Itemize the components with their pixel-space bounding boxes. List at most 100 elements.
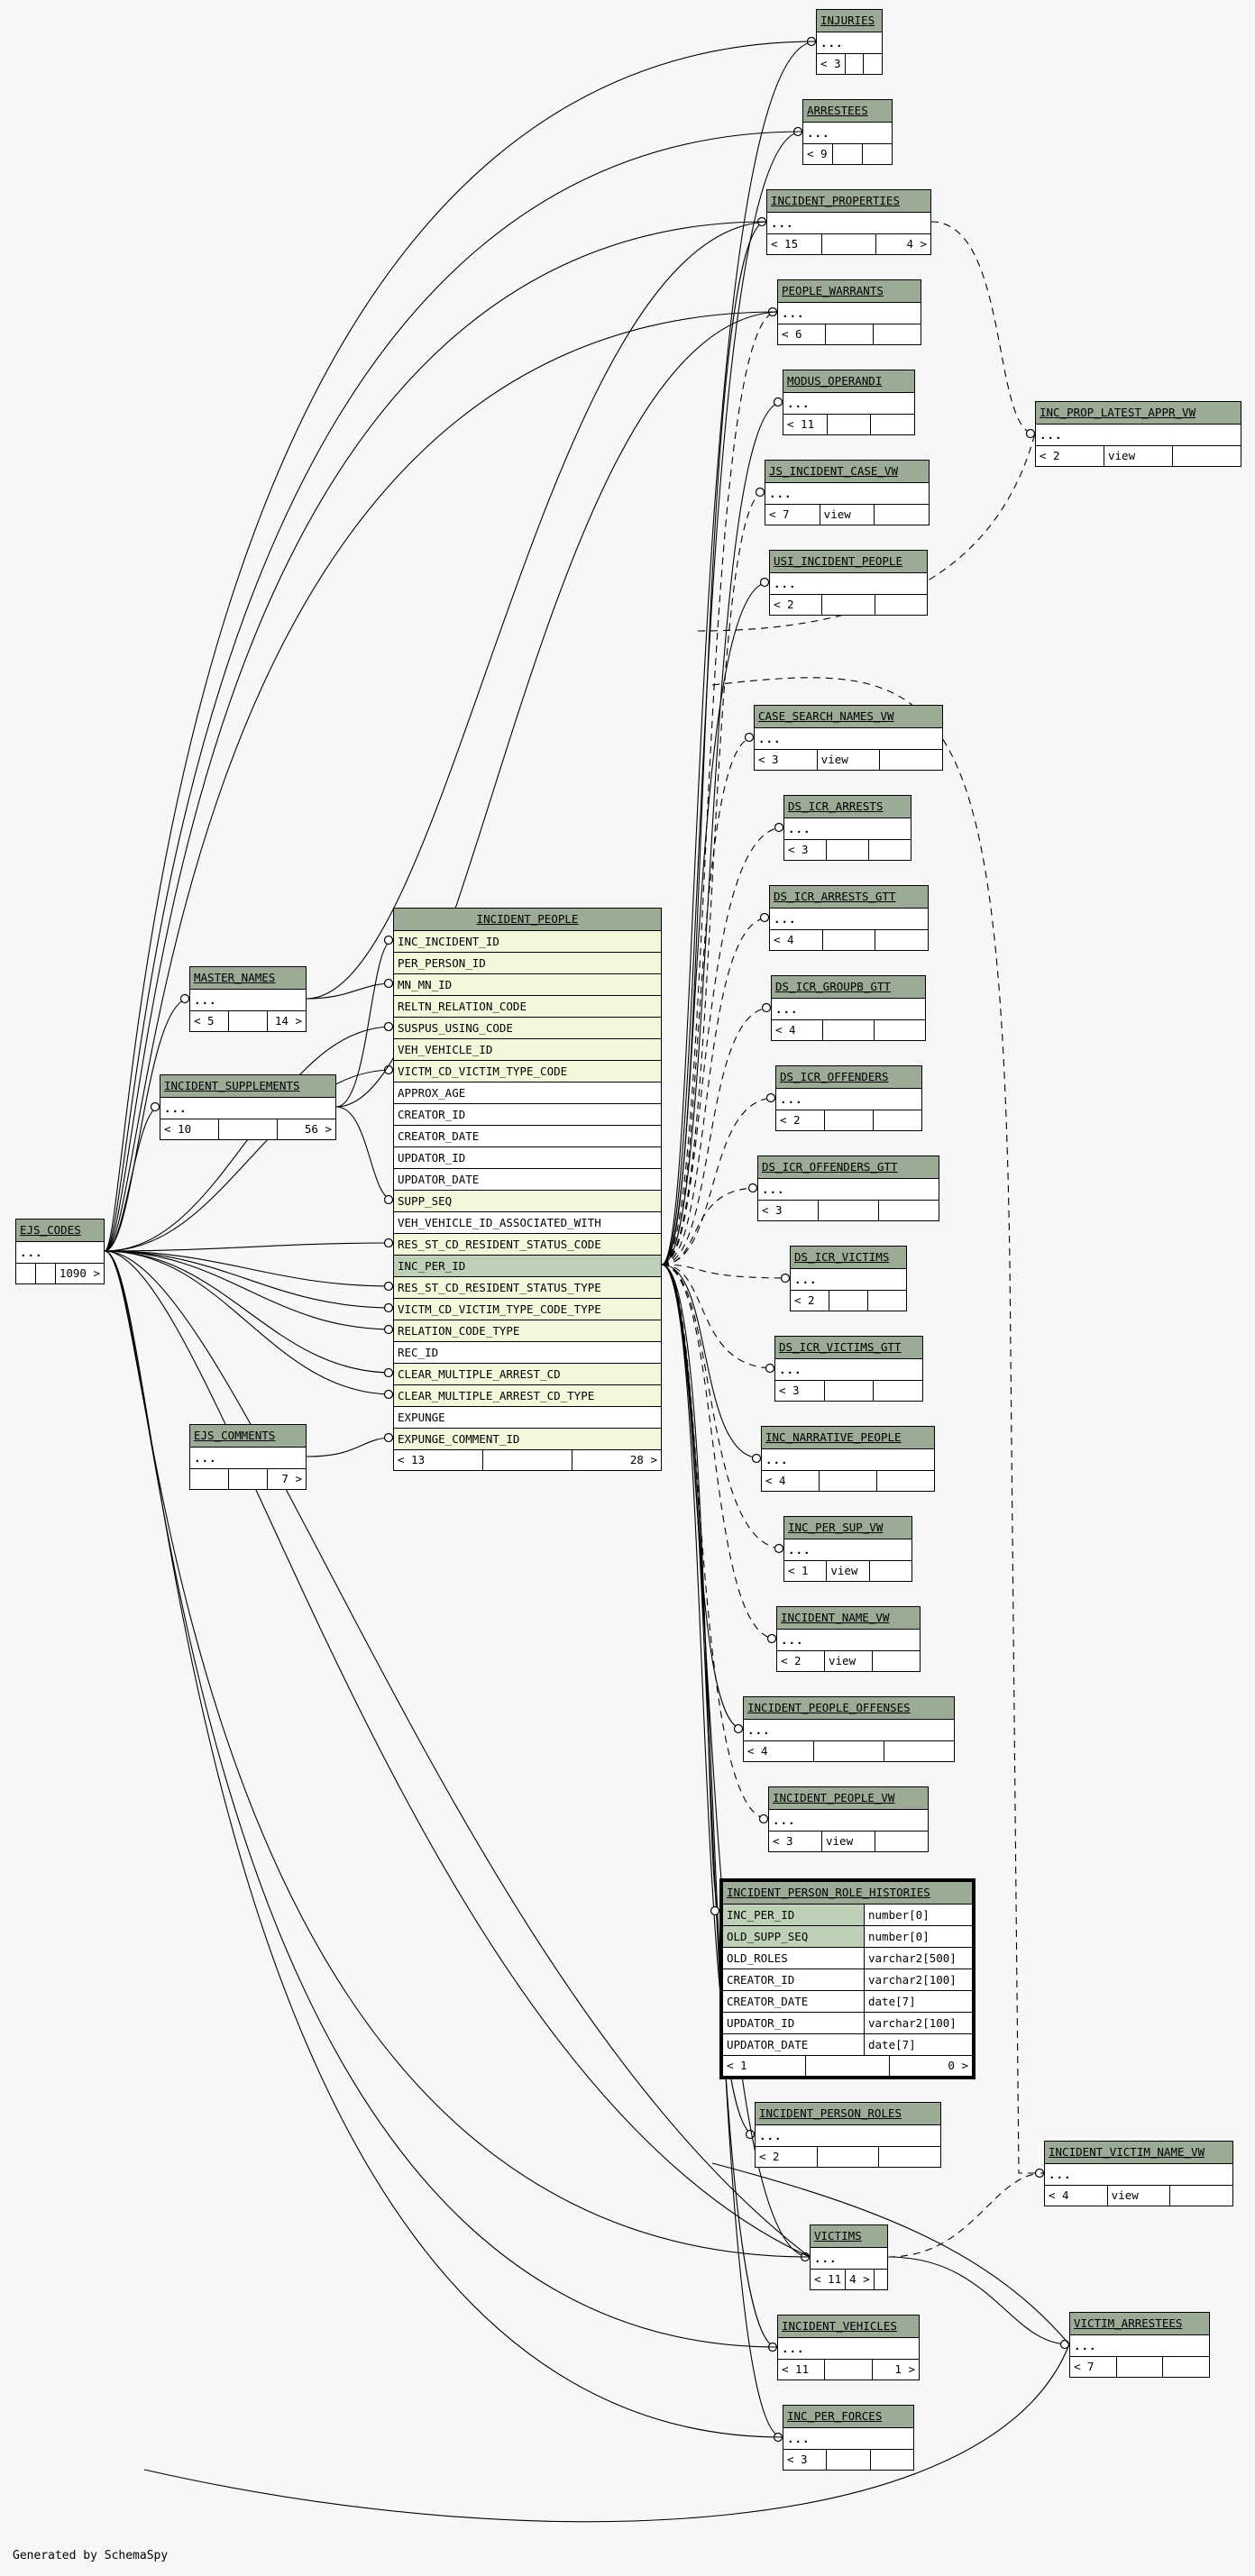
table-modus-operandi[interactable]: MODUS_OPERANDI...< 11 bbox=[783, 370, 915, 435]
table-name[interactable]: INCIDENT_PEOPLE_VW bbox=[769, 1787, 928, 1810]
table-inc-narrative-people[interactable]: INC_NARRATIVE_PEOPLE...< 4 bbox=[761, 1426, 935, 1492]
table-ds-icr-arrests-gtt[interactable]: DS_ICR_ARRESTS_GTT...< 4 bbox=[769, 885, 929, 951]
table-name[interactable]: MODUS_OPERANDI bbox=[783, 370, 914, 393]
column-row[interactable]: RELATION_CODE_TYPE bbox=[394, 1320, 661, 1342]
table-name[interactable]: INCIDENT_PERSON_ROLE_HISTORIES bbox=[723, 1882, 972, 1905]
table-name[interactable]: INC_NARRATIVE_PEOPLE bbox=[762, 1427, 934, 1449]
table-name[interactable]: DS_ICR_ARRESTS bbox=[784, 796, 911, 818]
table-name[interactable]: INCIDENT_NAME_VW bbox=[777, 1607, 920, 1630]
table-name[interactable]: JS_INCIDENT_CASE_VW bbox=[765, 461, 929, 483]
table-name[interactable]: VICTIM_ARRESTEES bbox=[1070, 2313, 1209, 2335]
table-name[interactable]: INCIDENT_PERSON_ROLES bbox=[756, 2103, 940, 2125]
column-row[interactable]: VEH_VEHICLE_ID_ASSOCIATED_WITH bbox=[394, 1212, 661, 1234]
column-row[interactable]: VICTM_CD_VICTIM_TYPE_CODE bbox=[394, 1061, 661, 1082]
column-row[interactable]: INC_INCIDENT_ID bbox=[394, 931, 661, 953]
table-injuries[interactable]: INJURIES...< 3 bbox=[816, 9, 883, 75]
table-name[interactable]: DS_ICR_ARRESTS_GTT bbox=[770, 886, 928, 909]
column-row[interactable]: APPROX_AGE bbox=[394, 1082, 661, 1104]
table-ds-icr-groupb-gtt[interactable]: DS_ICR_GROUPB_GTT...< 4 bbox=[771, 975, 926, 1041]
table-name[interactable]: INCIDENT_PEOPLE bbox=[394, 909, 661, 931]
table-usi-incident-people[interactable]: USI_INCIDENT_PEOPLE...< 2 bbox=[769, 550, 928, 616]
column-row[interactable]: UPDATOR_DATE bbox=[394, 1169, 661, 1191]
table-victim-arrestees[interactable]: VICTIM_ARRESTEES...< 7 bbox=[1069, 2312, 1210, 2378]
table-name[interactable]: INCIDENT_PROPERTIES bbox=[767, 190, 930, 213]
table-name[interactable]: VICTIMS bbox=[811, 2225, 887, 2248]
column-row[interactable]: PER_PERSON_ID bbox=[394, 953, 661, 974]
column-row[interactable]: SUSPUS_USING_CODE bbox=[394, 1018, 661, 1039]
table-ds-icr-victims[interactable]: DS_ICR_VICTIMS...< 2 bbox=[790, 1246, 907, 1311]
footer-cell bbox=[826, 324, 874, 344]
column-row[interactable]: EXPUNGE bbox=[394, 1407, 661, 1429]
column-row[interactable]: RES_ST_CD_RESIDENT_STATUS_CODE bbox=[394, 1234, 661, 1256]
column-row[interactable]: REC_ID bbox=[394, 1342, 661, 1364]
table-people-warrants[interactable]: PEOPLE_WARRANTS...< 6 bbox=[777, 279, 921, 345]
table-name[interactable]: USI_INCIDENT_PEOPLE bbox=[770, 551, 927, 573]
column-row[interactable]: RELTN_RELATION_CODE bbox=[394, 996, 661, 1018]
column-row[interactable]: MN_MN_ID bbox=[394, 974, 661, 996]
table-name[interactable]: EJS_COMMENTS bbox=[190, 1425, 306, 1448]
table-name[interactable]: INC_PER_FORCES bbox=[783, 2406, 913, 2428]
table-name[interactable]: CASE_SEARCH_NAMES_VW bbox=[755, 706, 942, 728]
table-name[interactable]: INCIDENT_PEOPLE_OFFENSES bbox=[744, 1697, 954, 1720]
column-row[interactable]: CREATOR_DATE bbox=[394, 1126, 661, 1147]
table-incident-people-offenses[interactable]: INCIDENT_PEOPLE_OFFENSES...< 4 bbox=[743, 1696, 955, 1762]
table-name[interactable]: INC_PER_SUP_VW bbox=[784, 1517, 911, 1539]
table-incident-person-roles[interactable]: INCIDENT_PERSON_ROLES...< 2 bbox=[755, 2102, 941, 2168]
table-ds-icr-offenders[interactable]: DS_ICR_OFFENDERS...< 2 bbox=[775, 1065, 922, 1131]
table-name[interactable]: INCIDENT_VICTIM_NAME_VW bbox=[1045, 2142, 1232, 2164]
table-footer: < 11 bbox=[783, 415, 914, 434]
table-name[interactable]: MASTER_NAMES bbox=[190, 967, 306, 990]
table-ds-icr-victims-gtt[interactable]: DS_ICR_VICTIMS_GTT...< 3 bbox=[774, 1336, 923, 1402]
table-ejs-codes[interactable]: EJS_CODES...1090 > bbox=[15, 1219, 105, 1284]
table-name[interactable]: DS_ICR_OFFENDERS_GTT bbox=[758, 1156, 939, 1179]
column-row[interactable]: CLEAR_MULTIPLE_ARREST_CD_TYPE bbox=[394, 1385, 661, 1407]
column-row[interactable]: EXPUNGE_COMMENT_ID bbox=[394, 1429, 661, 1450]
table-name[interactable]: INCIDENT_VEHICLES bbox=[778, 2316, 919, 2338]
column-row[interactable]: CREATOR_ID bbox=[394, 1104, 661, 1126]
column-row[interactable]: VEH_VEHICLE_ID bbox=[394, 1039, 661, 1061]
columns-ellipsis: ... bbox=[1070, 2335, 1209, 2357]
column-row[interactable]: RES_ST_CD_RESIDENT_STATUS_TYPE bbox=[394, 1277, 661, 1299]
table-name[interactable]: ARRESTEES bbox=[803, 100, 892, 123]
column-row[interactable]: SUPP_SEQ bbox=[394, 1191, 661, 1212]
table-name[interactable]: DS_ICR_OFFENDERS bbox=[776, 1066, 921, 1089]
table-name[interactable]: INCIDENT_SUPPLEMENTS bbox=[160, 1075, 335, 1098]
table-name[interactable]: DS_ICR_VICTIMS bbox=[791, 1247, 906, 1269]
table-name[interactable]: INC_PROP_LATEST_APPR_VW bbox=[1036, 402, 1241, 425]
table-ds-icr-offenders-gtt[interactable]: DS_ICR_OFFENDERS_GTT...< 3 bbox=[757, 1156, 939, 1221]
table-arrestees[interactable]: ARRESTEES...< 9 bbox=[802, 99, 893, 165]
table-name[interactable]: PEOPLE_WARRANTS bbox=[778, 280, 921, 303]
table-name[interactable]: DS_ICR_GROUPB_GTT bbox=[772, 976, 925, 999]
table-inc-per-forces[interactable]: INC_PER_FORCES...< 3 bbox=[783, 2405, 914, 2471]
table-ejs-comments[interactable]: EJS_COMMENTS...7 > bbox=[189, 1424, 307, 1490]
column-row[interactable]: CLEAR_MULTIPLE_ARREST_CD bbox=[394, 1364, 661, 1385]
column-row[interactable]: UPDATOR_ID bbox=[394, 1147, 661, 1169]
table-ds-icr-arrests[interactable]: DS_ICR_ARRESTS...< 3 bbox=[783, 795, 911, 861]
column-row[interactable]: VICTM_CD_VICTIM_TYPE_CODE_TYPE bbox=[394, 1299, 661, 1320]
table-name[interactable]: EJS_CODES bbox=[16, 1219, 104, 1242]
column-row[interactable]: INC_PER_ID bbox=[394, 1256, 661, 1277]
table-name[interactable]: INJURIES bbox=[817, 10, 882, 32]
table-name[interactable]: DS_ICR_VICTIMS_GTT bbox=[775, 1337, 922, 1359]
